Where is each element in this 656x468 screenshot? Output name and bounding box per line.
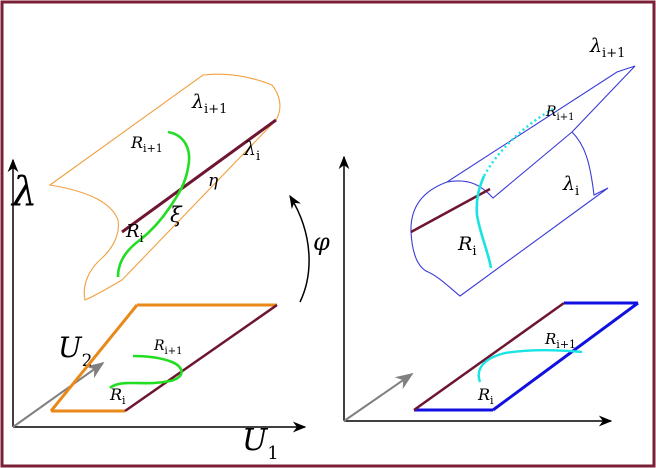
left-plane-left-edge: [49, 304, 139, 412]
left-surface-curve-bottom-label: Ri: [125, 221, 144, 245]
u2-axis: [12, 361, 105, 428]
right-plane-right-edge: [492, 301, 639, 412]
map-label: φ: [313, 228, 330, 256]
left-plane-bottom-label: Ri: [109, 385, 126, 407]
right-plane-left-edge: [413, 301, 565, 412]
xi-label: ξ: [170, 203, 183, 227]
right-panel: λi+1 λi Ri+1 Ri Ri+1 Ri: [338, 35, 639, 427]
right-surface: [410, 65, 636, 297]
right-plane-bottom-label: Ri: [477, 385, 494, 407]
left-plane-right-edge: [124, 303, 278, 413]
left-surface-top-label: λi+1: [191, 91, 227, 117]
left-surface: [48, 73, 281, 301]
lambda-axis-label: λ: [10, 169, 37, 215]
left-plane-green-curve: [109, 354, 183, 389]
left-plane-top-label: Ri+1: [153, 338, 183, 357]
u2-axis-label: U2: [58, 331, 92, 371]
left-surface-edge-label: λi: [243, 138, 260, 164]
right-surface-curve-bottom-label: Ri: [457, 233, 476, 259]
right-plane-cyan-curve: [477, 349, 583, 383]
right-surface-cyan-curve-hidden: [482, 107, 554, 177]
right-surface-side-label: λi: [562, 173, 579, 199]
left-surface-curve-top-label: Ri+1: [130, 133, 163, 155]
left-surface-edge-line: [121, 118, 277, 234]
eta-label: η: [208, 171, 219, 191]
u1-axis-label: U1: [242, 423, 279, 464]
right-surface-curve-top-label: Ri+1: [545, 104, 575, 123]
right-surface-top-label: λi+1: [589, 35, 625, 61]
right-plane-top-label: Ri+1: [544, 330, 576, 351]
map-arrow-group: φ: [289, 194, 330, 303]
map-arrow: [289, 194, 310, 303]
right-diagonal-axis: [343, 372, 414, 422]
left-panel: λ U1 U2 λi+1 λi Ri+1 Ri η ξ: [7, 73, 307, 464]
left-surface-green-curve: [116, 130, 191, 278]
right-surface-cyan-curve: [475, 175, 493, 269]
right-surface-fold: [446, 131, 573, 199]
